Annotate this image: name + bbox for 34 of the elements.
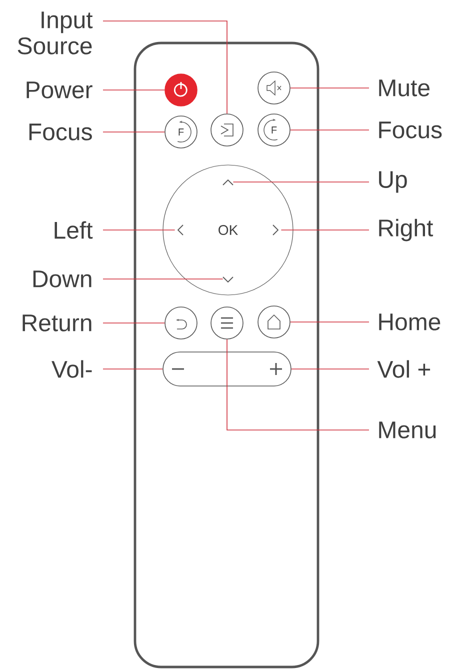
mute-button <box>258 72 290 104</box>
leader-line <box>102 278 224 280</box>
leader-line <box>226 339 370 430</box>
callout-label: Up <box>379 171 407 193</box>
home-button <box>258 306 290 338</box>
callout-label: Focus <box>379 122 442 138</box>
focus-button: F <box>258 114 290 146</box>
callout-label: Vol + <box>377 360 430 378</box>
callout-label: Home <box>379 314 440 330</box>
callout-label: Input Source <box>18 12 93 54</box>
callout-label: Down <box>33 270 92 288</box>
focus-button: F <box>164 116 198 148</box>
callout-label: Vol- <box>52 360 92 378</box>
callout-label: Left <box>54 221 93 239</box>
return-button <box>164 306 198 340</box>
callout-label: Right <box>379 218 434 242</box>
volume-rocker <box>162 352 292 386</box>
chevron-icon <box>222 276 234 283</box>
menu-button <box>210 306 244 340</box>
leader-line <box>102 368 163 370</box>
callout-label: Focus <box>29 124 92 140</box>
input-button <box>210 114 244 146</box>
callout-label: Menu <box>379 422 436 438</box>
chevron-icon <box>222 179 234 186</box>
power-button <box>164 74 198 106</box>
leader-line <box>102 322 165 324</box>
callout-label: Return <box>22 314 92 332</box>
leader-line <box>102 20 228 114</box>
direction-pad: OK <box>162 164 294 296</box>
chevron-icon <box>177 224 184 236</box>
callout-label: Power <box>26 82 92 98</box>
callout-label: Mute <box>379 80 430 96</box>
chevron-icon <box>272 224 279 236</box>
leader-line <box>291 368 370 370</box>
